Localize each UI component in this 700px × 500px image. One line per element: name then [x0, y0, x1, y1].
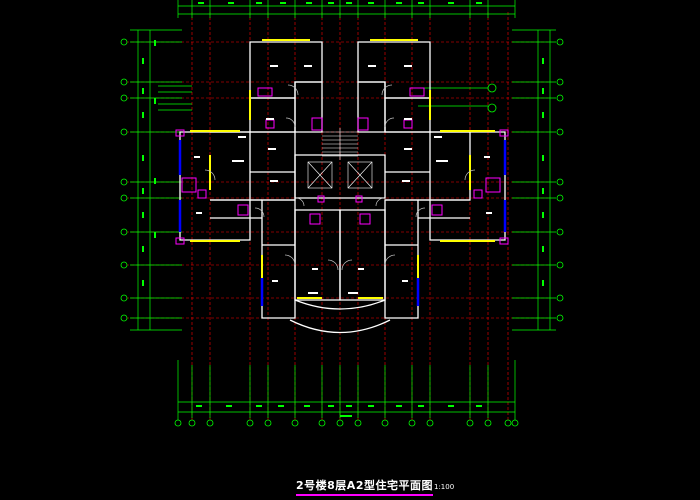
dimension-ticks [142, 2, 544, 417]
glazing [178, 140, 507, 306]
drawing-title: 2号楼8层A2型住宅平面图 [296, 477, 433, 496]
drawing-title-block: 2号楼8层A2型住宅平面图 1:100 [296, 477, 454, 497]
axis-bubbles [120, 38, 564, 427]
room-labels [194, 65, 492, 294]
door-swings [204, 84, 476, 271]
dimension-lines [130, 0, 556, 425]
drawing-scale: 1:100 [433, 483, 455, 491]
stairwell [307, 128, 373, 189]
windows [190, 39, 495, 300]
